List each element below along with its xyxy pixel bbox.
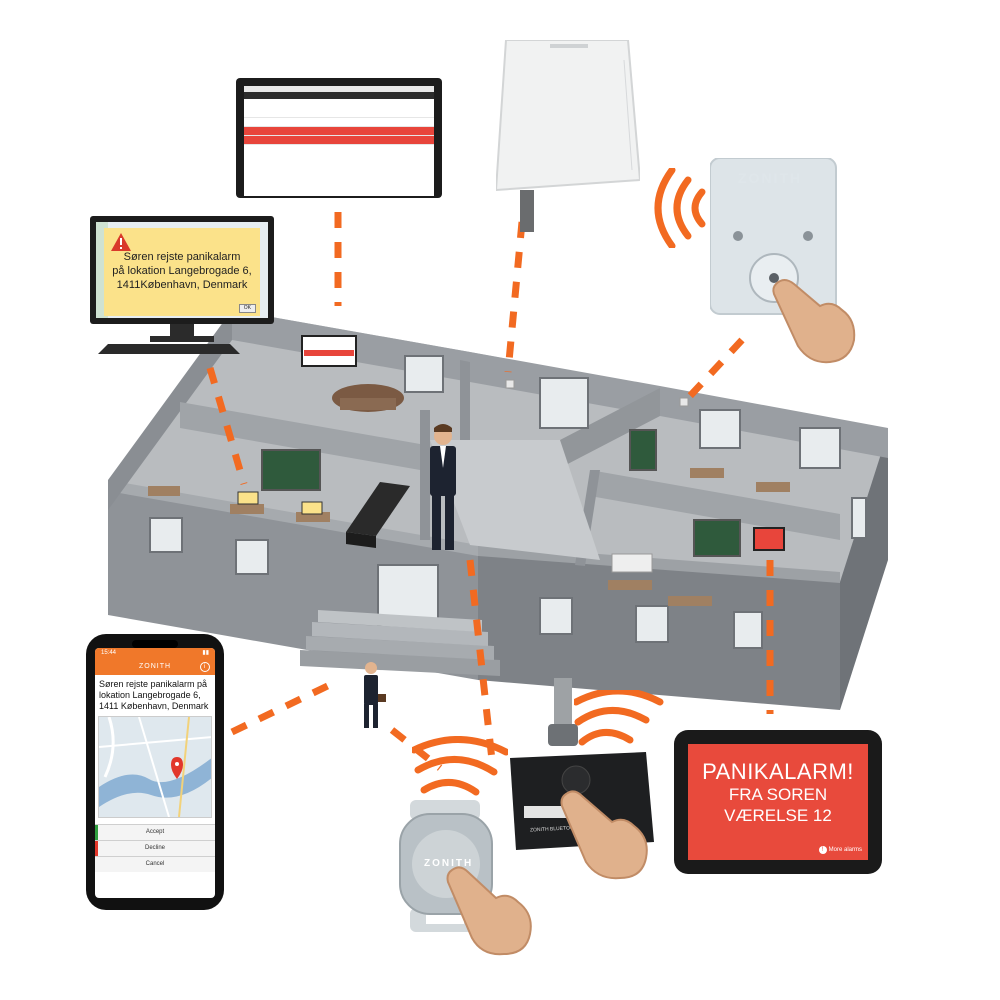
entrance-stairs bbox=[300, 610, 500, 676]
window-back-4 bbox=[799, 427, 841, 469]
window-back-3 bbox=[699, 409, 741, 449]
desk-5 bbox=[756, 482, 790, 492]
dashboard-row bbox=[244, 109, 434, 118]
cancel-button[interactable]: Cancel bbox=[95, 856, 215, 872]
wrist-device-brand: ZONITH bbox=[424, 858, 474, 869]
window-5 bbox=[733, 611, 763, 649]
phone-app-bar: ZONITH i bbox=[95, 659, 215, 675]
map-pin-icon bbox=[171, 757, 183, 779]
tablet-line2: FRA SOREN bbox=[728, 785, 828, 804]
desk-monitor-1 bbox=[237, 491, 259, 505]
wifi-signal-icon bbox=[412, 736, 508, 796]
info-icon[interactable]: i bbox=[200, 662, 210, 672]
phone-msg-line3: 1411 København, Denmark bbox=[99, 701, 209, 711]
link-access-point bbox=[504, 221, 526, 373]
more-alarms-button[interactable]: ! More alarms bbox=[818, 846, 862, 854]
wifi-signal-icon bbox=[574, 690, 664, 746]
access-point-cable bbox=[520, 190, 534, 232]
hand-pointer-icon bbox=[446, 866, 532, 956]
hand-pointer-icon bbox=[772, 279, 856, 364]
link-badge bbox=[466, 559, 496, 761]
desk-monitor-2 bbox=[301, 501, 323, 515]
window-6 bbox=[851, 497, 867, 539]
tablet-line3: VÆRELSE 12 bbox=[724, 806, 832, 825]
bluetooth-access-point bbox=[496, 40, 640, 232]
wall-alarm-screen bbox=[753, 527, 785, 551]
desktop-alert-line3: 1411København, Denmark bbox=[116, 279, 248, 291]
dashboard-row bbox=[244, 118, 434, 127]
dashboard-row-alarm bbox=[244, 127, 434, 136]
desktop-alert-line2: på lokation Langebrogade 6, bbox=[112, 265, 252, 277]
wall-button-brand: ZONITH bbox=[738, 170, 803, 186]
interior-wall-3 bbox=[590, 470, 840, 540]
person-outside bbox=[364, 662, 386, 728]
window-1 bbox=[149, 517, 183, 553]
phone-status-bar: 15:44 ▮▮ bbox=[95, 648, 215, 659]
alarm-dot-icon: ! bbox=[818, 846, 827, 854]
hand-pointer-icon bbox=[560, 790, 648, 880]
window-3 bbox=[539, 597, 573, 635]
phone-msg-line2: lokation Langebrogade 6, bbox=[99, 690, 201, 700]
phone-screen: 15:44 ▮▮ ZONITH i Søren rejste panikalar… bbox=[95, 648, 215, 898]
badge-clip bbox=[554, 678, 572, 738]
link-desktop bbox=[206, 367, 248, 485]
right-end-wall bbox=[840, 432, 888, 710]
interior-wall-1 bbox=[180, 402, 420, 470]
warning-icon bbox=[111, 233, 131, 251]
interior-wall-2 bbox=[420, 410, 430, 540]
window-back-2 bbox=[539, 377, 589, 429]
desk-4 bbox=[690, 468, 724, 478]
phone-app-name: ZONITH bbox=[138, 663, 172, 670]
web-dashboard-screen bbox=[244, 86, 434, 196]
desktop-alert-dialog: Søren rejste panikalarm på lokation Lang… bbox=[104, 228, 260, 316]
sofa bbox=[611, 553, 653, 573]
window-4 bbox=[635, 605, 669, 643]
accept-button[interactable]: Accept bbox=[95, 824, 215, 840]
window-2 bbox=[235, 539, 269, 575]
phone-alarm-message: Søren rejste panikalarm på lokation Lang… bbox=[95, 675, 215, 714]
hallway-floor bbox=[430, 440, 600, 560]
phone-map[interactable] bbox=[98, 716, 212, 818]
link-wall-button bbox=[687, 337, 745, 399]
phone-time: 15:44 bbox=[101, 650, 117, 656]
desk-6 bbox=[608, 580, 652, 590]
chalkboard-2 bbox=[693, 519, 741, 557]
person-hallway bbox=[430, 424, 456, 550]
desk-2 bbox=[230, 504, 264, 514]
window-back-1 bbox=[404, 355, 444, 393]
tablet-alarm-screen: PANIKALARM! FRA SOREN VÆRELSE 12 ! More … bbox=[688, 744, 868, 860]
decline-button[interactable]: Decline bbox=[95, 840, 215, 856]
server-rack bbox=[346, 482, 410, 536]
desktop-alert-line1: Søren rejste panikalarm bbox=[123, 251, 241, 263]
left-end-wall bbox=[108, 310, 232, 510]
desktop-alert-ok-button[interactable]: OK bbox=[238, 304, 256, 313]
desk-7 bbox=[668, 596, 712, 606]
wifi-signal-icon bbox=[654, 168, 706, 248]
tablet-line1: PANIKALARM! bbox=[702, 759, 854, 784]
phone-msg-line1: Søren rejste panikalarm på bbox=[99, 679, 208, 689]
dashboard-row-alarm bbox=[244, 136, 434, 145]
chalkboard-3 bbox=[629, 429, 657, 471]
link-phone bbox=[230, 676, 342, 736]
keyboard bbox=[98, 344, 240, 354]
desk-3 bbox=[296, 512, 330, 522]
chalkboard-1 bbox=[261, 449, 321, 491]
desk-1 bbox=[148, 486, 180, 496]
